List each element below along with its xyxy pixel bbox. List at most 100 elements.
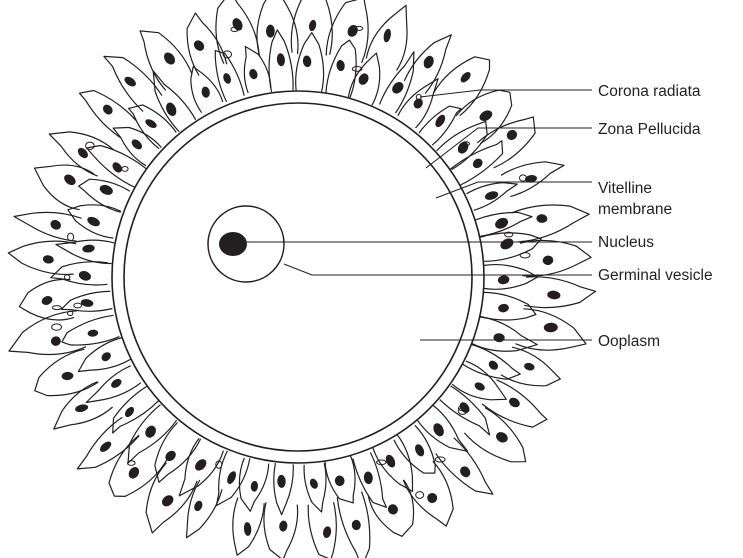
corona-cell-nucleus	[547, 290, 561, 300]
label-corona-radiata: Corona radiata	[598, 83, 701, 100]
vitelline-membrane	[124, 103, 472, 451]
corona-cell-nucleus	[334, 475, 346, 487]
nucleus	[219, 232, 247, 256]
corona-cell-nucleus	[497, 303, 509, 313]
corona-cell-nucleus	[346, 23, 360, 38]
corona-cell-nucleus	[422, 54, 436, 70]
corona-cell	[524, 277, 595, 308]
corona-cell-nucleus	[471, 157, 485, 171]
corona-cell-nucleus	[266, 25, 275, 38]
corona-cell-nucleus	[87, 329, 98, 337]
corona-cell-nucleus	[193, 457, 209, 473]
corona-cell-nucleus	[351, 519, 361, 530]
corona-vacuole	[68, 233, 74, 241]
corona-cell-nucleus	[413, 443, 426, 458]
corona-cell	[79, 179, 130, 212]
corona-cell-nucleus	[277, 475, 286, 488]
corona-cell-nucleus	[225, 470, 237, 485]
corona-cell	[153, 71, 196, 132]
corona-cell-nucleus	[458, 464, 472, 479]
corona-vacuole	[52, 306, 61, 310]
corona-cell	[464, 408, 525, 462]
corona-cell	[434, 57, 490, 116]
corona-cell-nucleus	[49, 218, 63, 232]
corona-cell-nucleus	[494, 430, 509, 444]
corona-cell-nucleus	[459, 70, 473, 84]
corona-cell-nucleus	[62, 172, 78, 187]
corona-cell	[35, 165, 95, 210]
corona-cell-nucleus	[130, 137, 144, 151]
corona-cell-nucleus	[276, 53, 285, 67]
corona-cell-nucleus	[193, 499, 204, 512]
corona-cell-nucleus	[487, 359, 500, 372]
corona-cell-nucleus	[143, 424, 158, 440]
corona-cell	[472, 317, 538, 351]
corona-cell-nucleus	[42, 254, 54, 264]
corona-cell-nucleus	[123, 405, 136, 419]
corona-cell-nucleus	[127, 465, 142, 480]
corona-cell	[109, 435, 167, 496]
corona-cell-nucleus	[109, 377, 123, 390]
corona-cell-nucleus	[243, 522, 252, 536]
corona-cell-nucleus	[160, 493, 176, 509]
corona-cell	[8, 241, 76, 274]
corona-cell-nucleus	[505, 128, 519, 142]
corona-cell-nucleus	[74, 403, 89, 413]
corona-cell-nucleus	[308, 19, 317, 32]
corona-cell-nucleus	[80, 298, 94, 307]
corona-cell-nucleus	[86, 215, 102, 228]
label-vitelline-line2: membrane	[598, 201, 672, 218]
corona-cell	[244, 47, 271, 94]
corona-cell-nucleus	[192, 38, 206, 53]
corona-cell-nucleus	[336, 60, 346, 72]
corona-cell	[520, 240, 591, 276]
corona-cell-nucleus	[123, 75, 138, 89]
corona-cell-nucleus	[363, 471, 373, 484]
label-vitelline-line1: Vitelline	[598, 180, 652, 197]
corona-cell-nucleus	[50, 335, 62, 347]
corona-cell-nucleus	[498, 236, 515, 251]
corona-cell-nucleus	[230, 17, 244, 33]
corona-cell	[274, 463, 294, 515]
corona-cell	[14, 212, 82, 241]
corona-cell-nucleus	[544, 322, 558, 332]
corona-cell-nucleus	[431, 421, 446, 438]
corona-cell-nucleus	[40, 294, 54, 306]
corona-cell-nucleus	[162, 50, 178, 66]
corona-cell-nucleus	[98, 183, 114, 197]
corona-cell-nucleus	[386, 502, 400, 516]
corona-cell-nucleus	[250, 481, 258, 492]
corona-vacuole	[416, 492, 424, 499]
corona-cell-nucleus	[542, 255, 554, 266]
corona-vacuole	[122, 167, 128, 172]
corona-cell-nucleus	[473, 381, 486, 393]
corona-cell-nucleus	[322, 526, 332, 539]
corona-cell-nucleus	[357, 72, 371, 87]
corona-cell-nucleus	[82, 244, 95, 253]
label-germinal-vesicle: Germinal vesicle	[598, 267, 713, 284]
corona-cell-nucleus	[61, 371, 74, 380]
corona-cell-nucleus	[278, 520, 288, 532]
corona-cell-nucleus	[507, 396, 521, 409]
label-zona-pellucida: Zona Pellucida	[598, 121, 701, 138]
corona-cell	[380, 52, 414, 113]
corona-cell-nucleus	[222, 72, 232, 85]
corona-cell	[9, 311, 86, 355]
corona-cell-nucleus	[497, 275, 510, 285]
corona-cell-nucleus	[523, 362, 535, 372]
corona-cell-nucleus	[308, 477, 319, 490]
corona-cell-nucleus	[390, 80, 406, 96]
label-nucleus: Nucleus	[598, 234, 654, 251]
corona-vacuole	[52, 324, 62, 330]
corona-cell-nucleus	[201, 86, 211, 98]
corona-vacuole	[74, 303, 82, 308]
corona-cell-nucleus	[98, 439, 113, 453]
corona-vacuole	[86, 142, 95, 149]
corona-vacuole	[520, 253, 530, 258]
corona-cell-nucleus	[458, 400, 472, 414]
corona-cell-nucleus	[78, 269, 93, 282]
corona-cell	[216, 0, 259, 64]
corona-cell-nucleus	[536, 214, 547, 223]
corona-cell-nucleus	[100, 350, 113, 363]
